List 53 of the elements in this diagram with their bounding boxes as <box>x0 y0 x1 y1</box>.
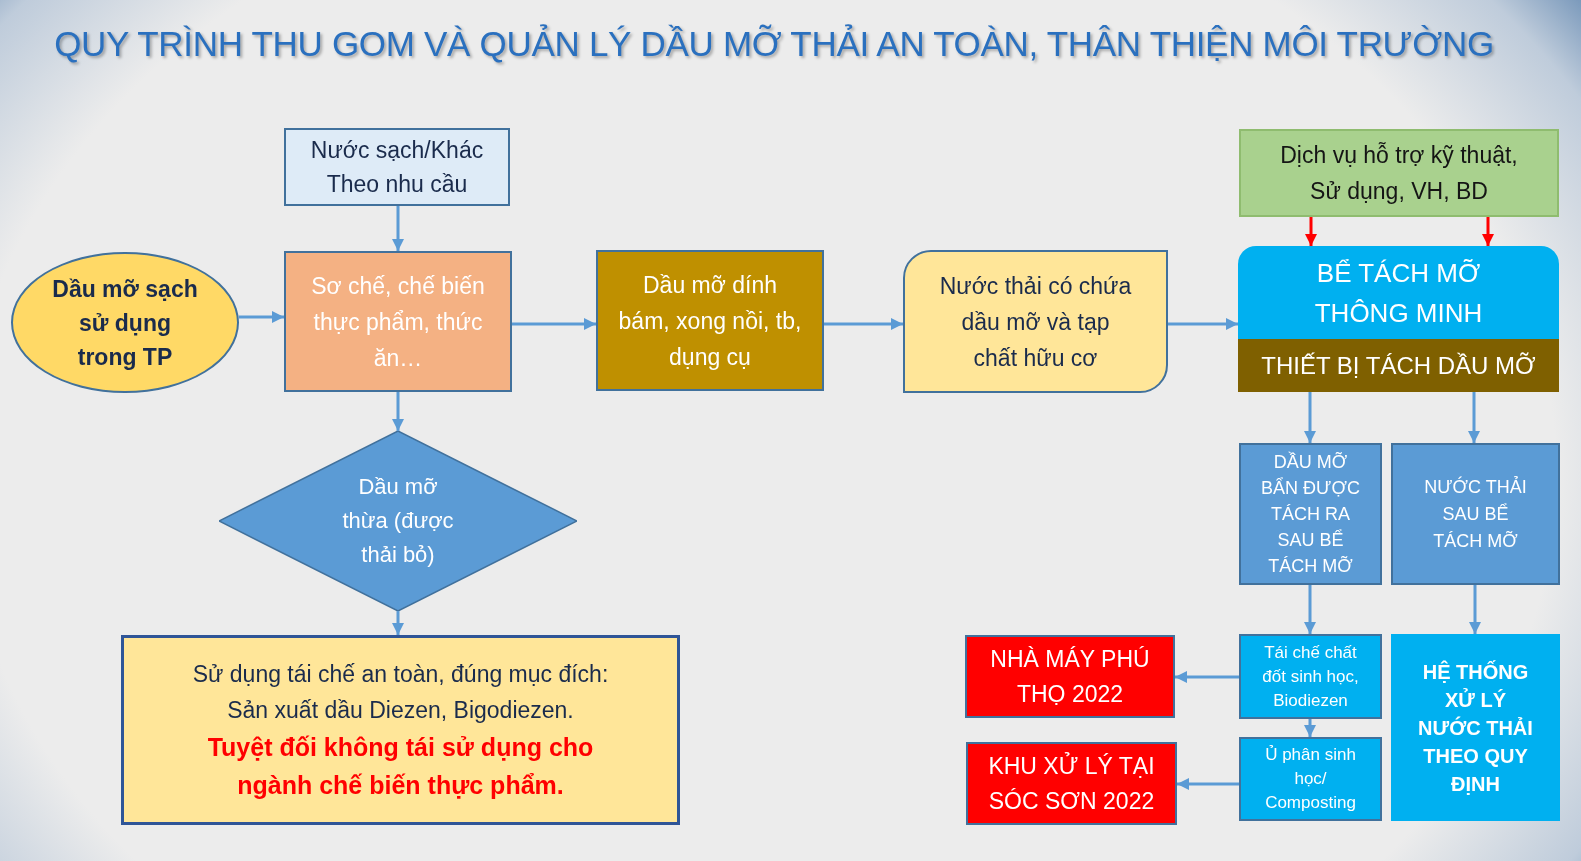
arrow <box>392 206 404 251</box>
node-label: HỆ THỐNG XỬ LÝ NƯỚC THẢI THEO QUY ĐỊNH <box>1417 659 1534 797</box>
service-box <box>1239 129 1559 217</box>
node-label: Dầu mỡ dính bám, xong nồi, tb, dụng cụ <box>618 270 802 372</box>
node-label: Dầu mỡ thừa (được thải bỏ) <box>341 473 455 569</box>
arrow <box>1468 392 1480 443</box>
node-label: Theo nhu cầu <box>326 170 468 199</box>
destination-box <box>966 742 1177 825</box>
node-label: NHÀ MÁY PHÚ THỌ 2022 <box>989 644 1151 709</box>
arrow <box>392 611 404 635</box>
decision-diamond <box>219 431 577 611</box>
arrow <box>1168 318 1238 330</box>
warning-text: Tuyệt đối không tái sử dụng cho ngành chế biến thực phẩm. <box>206 732 595 801</box>
node-label: Nước thải có chứa dầu mỡ và tạp chất hữu cơ <box>938 271 1133 373</box>
rounded-box <box>903 250 1168 393</box>
node-label: Sử dụng tái chế an toàn, đúng mục đích: <box>192 660 609 689</box>
arrow <box>392 392 404 431</box>
arrow <box>1175 671 1239 683</box>
node-label: Nước sạch/Khác <box>310 136 484 165</box>
arrow <box>1469 585 1481 634</box>
device-band <box>1238 339 1559 392</box>
arrow <box>239 311 284 323</box>
arrow <box>1482 217 1494 246</box>
node-label: Dịch vụ hỗ trợ kỹ thuật, Sử dụng, VH, BD <box>1279 141 1519 206</box>
process-box <box>1239 737 1382 821</box>
process-box <box>1239 634 1382 719</box>
node-label: DẦU MỠ BẨN ĐƯỢC TÁCH RA SAU BỂ TÁCH MỠ <box>1260 450 1361 578</box>
process-box <box>1239 443 1382 585</box>
note-box <box>121 635 680 825</box>
process-box <box>596 250 824 391</box>
process-box <box>284 128 510 206</box>
arrow <box>824 318 903 330</box>
arrow <box>512 318 596 330</box>
node-label: Ủ phân sinh học/ Composting <box>1264 744 1357 814</box>
arrow <box>1304 585 1316 634</box>
arrow <box>1305 217 1317 246</box>
diagram-title: QUY TRÌNH THU GOM VÀ QUẢN LÝ DẦU MỠ THẢI AN TOÀN, THÂN THIỆN MÔI TRƯỜNG <box>53 23 1495 65</box>
node-label: THIẾT BỊ TÁCH DẦU MỠ <box>1261 350 1536 381</box>
destination-box <box>965 635 1175 718</box>
node-label: Sản xuất dầu Diezen, Bigodiezen. <box>227 696 574 725</box>
process-box <box>284 251 512 392</box>
node-label: Tái chế chất đốt sinh học, Biodiezen <box>1261 641 1360 712</box>
node-label: KHU XỬ LÝ TẠI SÓC SƠN 2022 <box>987 751 1156 816</box>
node-label: BỂ TÁCH MỠ THÔNG MINH <box>1313 256 1484 330</box>
process-box <box>1391 443 1560 585</box>
arrow <box>1177 778 1239 790</box>
arrow <box>1304 392 1316 443</box>
tank-box <box>1238 246 1559 339</box>
node-label: NƯỚC THẢI SAU BỂ TÁCH MỠ <box>1423 475 1528 553</box>
node-label: Sơ chế, chế biến thực phẩm, thức ăn… <box>310 271 486 373</box>
arrow <box>1304 719 1316 737</box>
node-label: Dầu mỡ sạch sử dụng trong TP <box>52 274 198 372</box>
process-box <box>1391 634 1560 821</box>
